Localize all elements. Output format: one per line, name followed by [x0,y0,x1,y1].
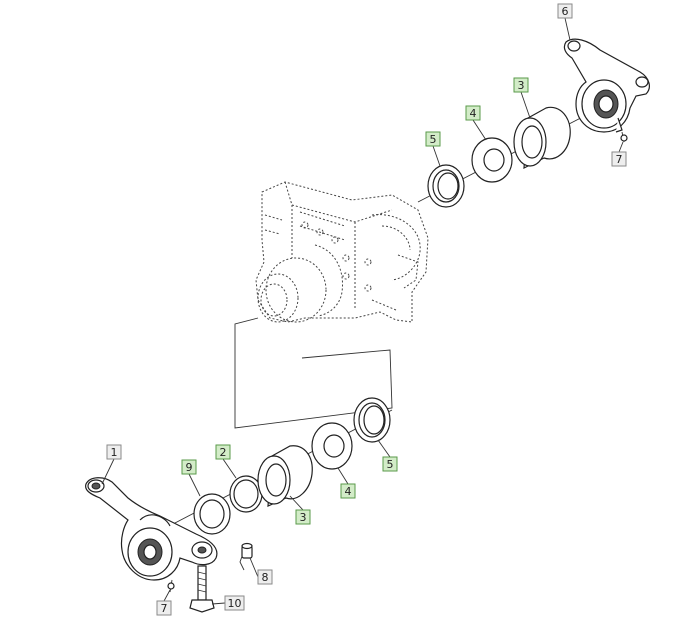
part-3-upper-bushing [513,106,571,170]
callout-box [340,483,356,499]
callout-number: 4 [345,485,352,498]
callout-number: 5 [430,133,437,146]
callout-box [425,131,441,147]
callout-box [224,595,245,611]
callout-c7a: 7 [611,151,627,167]
part-4-lower-washer [311,422,353,470]
part-10-bolt [189,565,215,613]
callout-box [156,600,172,616]
callout-number: 5 [387,458,394,471]
callout-box [611,151,627,167]
callout-c6: 6 [557,3,573,19]
callout-c7b: 7 [156,600,172,616]
part-2-o-ring [229,475,263,513]
callout-c3b: 3 [295,509,311,525]
callout-c4a: 4 [465,105,481,121]
callout-number: 3 [518,79,525,92]
callout-c5a: 5 [425,131,441,147]
callout-box [557,3,573,19]
callout-number: 10 [228,597,242,610]
part-7-lower-fitting [167,579,175,593]
part-6-upper-arm [563,38,650,133]
callout-box [465,105,481,121]
leader-lines [101,17,624,605]
callout-c2: 2 [215,444,231,460]
callout-c5b: 5 [382,456,398,472]
part-4-upper-washer [471,137,513,183]
callout-c9: 9 [181,459,197,475]
part-1-lower-arm [85,477,218,581]
callout-box [513,77,529,93]
part-7-upper-fitting [620,131,628,143]
callout-c4b: 4 [340,483,356,499]
callout-number: 9 [186,461,193,474]
callout-number: 6 [562,5,569,18]
callout-number: 3 [300,511,307,524]
callout-c10: 10 [224,595,245,611]
callout-number: 1 [111,446,118,459]
part-3-lower-bushing [257,445,313,507]
callout-number: 7 [161,602,168,615]
part-9-washer [193,493,231,535]
callout-labels: 1 2 3 3 4 4 5 5 6 7 7 8 9 10 [106,3,627,616]
callout-c1: 1 [106,444,122,460]
part-8-pin [241,542,253,559]
callout-number: 8 [262,571,269,584]
callout-number: 7 [616,153,623,166]
callout-box [215,444,231,460]
callout-box [181,459,197,475]
callout-box [106,444,122,460]
callout-box [257,569,273,585]
callout-c3a: 3 [513,77,529,93]
callout-number: 4 [470,107,477,120]
callout-box [382,456,398,472]
part-5-upper-seal [427,164,465,208]
part-5-lower-seal [353,397,391,443]
callout-c8: 8 [257,569,273,585]
callout-number: 2 [220,446,227,459]
callout-box [295,509,311,525]
axle-housing-ghost [255,181,429,323]
